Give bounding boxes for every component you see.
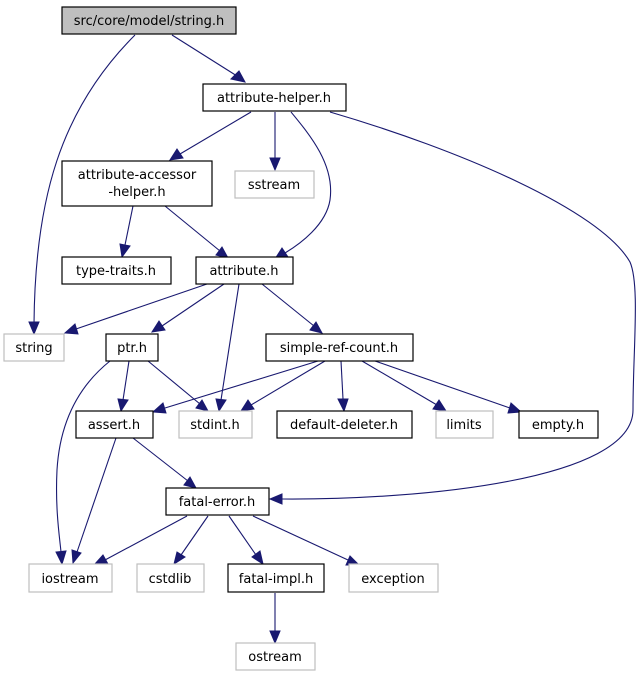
arrowhead <box>269 157 281 172</box>
edge-ptr-h-to-iostream <box>56 360 111 553</box>
arrowhead <box>28 321 40 336</box>
edge-attribute-helper-to-accessor-helper <box>179 111 252 155</box>
edge-simple-ref-count-to-limits <box>361 360 438 406</box>
node-label: simple-ref-count.h <box>280 341 398 356</box>
node-label: fatal-impl.h <box>239 572 313 587</box>
arrowhead <box>71 549 82 565</box>
edge-fatal-error-to-iostream <box>104 515 188 561</box>
arrowhead <box>195 399 209 412</box>
node-label: string <box>15 341 52 356</box>
node-cstdlib[interactable]: cstdlib <box>136 563 205 593</box>
node-empty-h[interactable]: empty.h <box>518 410 599 439</box>
edge-simple-ref-count-to-assert-h <box>164 360 319 409</box>
node-default-deleter-h[interactable]: default-deleter.h <box>276 410 413 439</box>
node-label: assert.h <box>88 418 140 433</box>
edge-attribute-helper-to-attribute-h <box>284 111 332 254</box>
edge-attribute-h-to-ptr-h <box>161 283 225 327</box>
node-attribute-helper-h[interactable]: attribute-helper.h <box>202 83 347 112</box>
arrowhead <box>507 402 523 414</box>
edge-attribute-helper-to-fatal-error <box>281 111 636 500</box>
node-label: sstream <box>248 178 300 193</box>
node-label: fatal-error.h <box>179 495 256 510</box>
arrowhead <box>239 399 255 412</box>
arrowhead <box>119 243 131 259</box>
node-type-traits-h[interactable]: type-traits.h <box>61 256 172 285</box>
node-stdint-h[interactable]: stdint.h <box>178 410 253 439</box>
node-label: attribute-helper.h <box>217 91 331 106</box>
edge-attribute-h-to-string <box>75 283 208 330</box>
edge-fatal-error-to-fatal-impl <box>228 515 257 556</box>
node-attribute-accessor-helper-h[interactable]: attribute-accessor -helper.h <box>61 160 213 207</box>
edge-ptr-h-to-assert-h <box>122 360 130 401</box>
arrowhead <box>151 402 167 414</box>
arrowhead <box>229 70 246 83</box>
node-string[interactable]: string <box>3 333 65 362</box>
node-label: cstdlib <box>149 572 192 587</box>
arrowhead <box>268 493 283 505</box>
edge-accessor-helper-to-type-traits <box>124 205 134 246</box>
edge-string-h-to-attribute-helper <box>171 34 238 77</box>
edge-accessor-helper-to-attribute-h <box>164 205 221 252</box>
edge-fatal-error-to-exception <box>252 515 349 561</box>
node-label: exception <box>361 572 425 587</box>
arrowhead <box>168 148 184 161</box>
arrowhead <box>432 399 448 412</box>
node-label: attribute.h <box>209 264 278 279</box>
node-label: ptr.h <box>117 341 147 356</box>
arrowhead <box>183 476 197 489</box>
node-simple-ref-count-h[interactable]: simple-ref-count.h <box>265 333 414 362</box>
arrowhead <box>309 321 323 334</box>
edge-simple-ref-count-to-empty-h <box>374 360 511 409</box>
arrowhead <box>150 320 166 333</box>
edges <box>28 34 636 645</box>
edge-attribute-h-to-simple-ref-count <box>261 283 315 327</box>
node-label: type-traits.h <box>76 264 156 279</box>
node-sstream[interactable]: sstream <box>234 170 315 199</box>
node-label: limits <box>446 418 482 433</box>
arrowhead <box>337 398 349 413</box>
arrowhead <box>269 630 281 645</box>
arrowhead <box>251 550 264 566</box>
node-exception[interactable]: exception <box>348 563 439 593</box>
node-label: ostream <box>248 650 302 665</box>
arrowhead <box>173 551 186 566</box>
arrowhead <box>55 550 67 566</box>
node-fatal-error-h[interactable]: fatal-error.h <box>165 487 270 516</box>
node-assert-h[interactable]: assert.h <box>75 410 154 439</box>
edge-string-h-to-string <box>33 34 136 325</box>
edge-attribute-h-to-stdint-h <box>220 283 240 401</box>
edge-assert-h-to-iostream <box>76 437 117 553</box>
node-ostream[interactable]: ostream <box>235 642 316 671</box>
node-label: iostream <box>41 572 98 587</box>
node-label-line-1: attribute-accessor <box>78 168 197 183</box>
edge-ptr-h-to-stdint-h <box>147 360 201 405</box>
node-label-line-2: -helper.h <box>108 185 165 200</box>
node-attribute-h[interactable]: attribute.h <box>195 256 294 285</box>
node-label: default-deleter.h <box>290 418 398 433</box>
node-iostream[interactable]: iostream <box>28 563 113 593</box>
node-ptr-h[interactable]: ptr.h <box>105 333 159 362</box>
edge-fatal-error-to-cstdlib <box>180 515 209 556</box>
edge-simple-ref-count-to-stdint-h <box>250 360 326 406</box>
node-label: src/core/model/string.h <box>74 14 224 29</box>
node-string-h[interactable]: src/core/model/string.h <box>61 6 237 35</box>
edge-simple-ref-count-to-default-deleter <box>340 360 344 400</box>
edge-assert-h-to-fatal-error <box>132 437 189 482</box>
arrowhead <box>117 398 129 413</box>
node-limits[interactable]: limits <box>435 410 494 439</box>
arrowhead <box>215 398 227 413</box>
node-fatal-impl-h[interactable]: fatal-impl.h <box>227 563 325 593</box>
arrowhead <box>63 323 79 335</box>
node-label: stdint.h <box>190 418 239 433</box>
node-label: empty.h <box>532 418 584 433</box>
